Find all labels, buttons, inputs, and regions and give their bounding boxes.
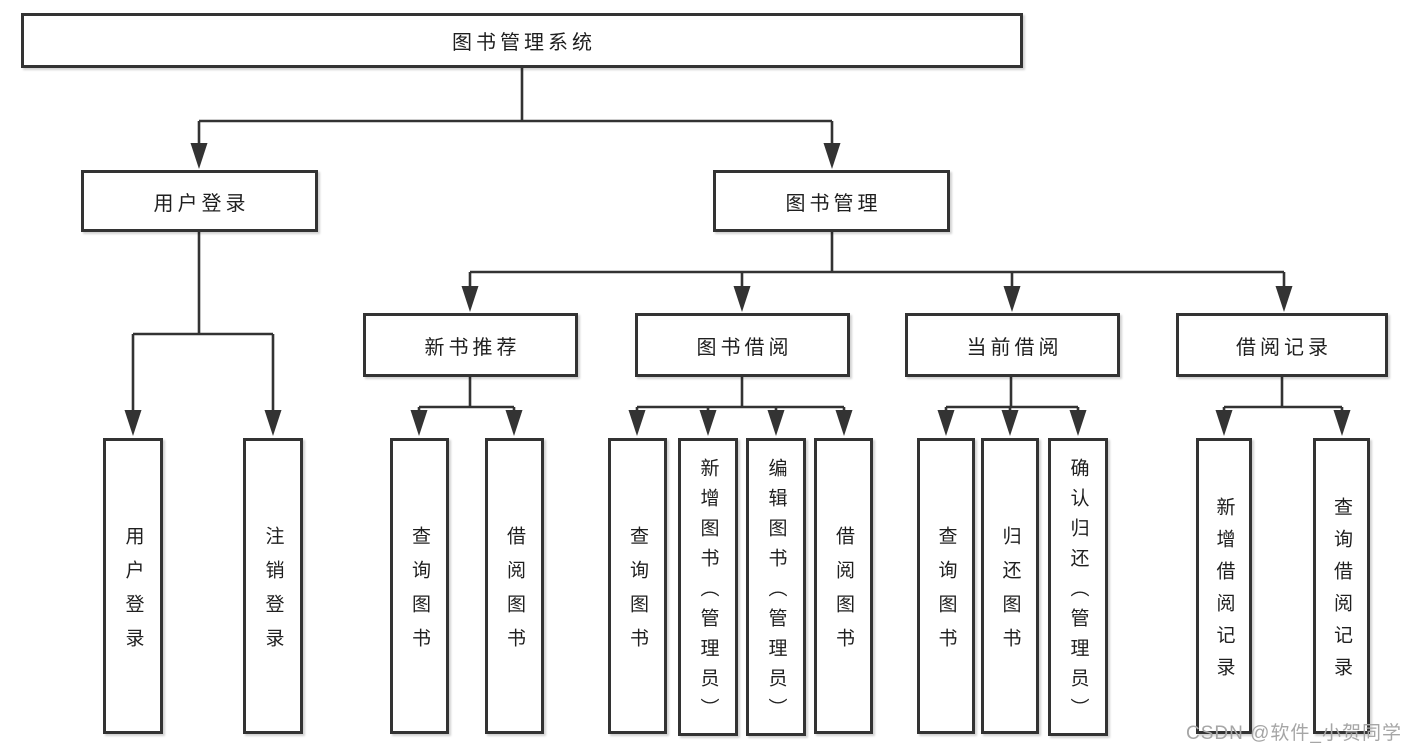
leaf-user-login-label: 用户登录 — [122, 525, 144, 662]
leaf-query-books-current-label: 查询图书 — [935, 525, 957, 662]
watermark: CSDN @软件_小贺同学 — [1186, 723, 1402, 744]
leaf-return-books: 归还图书 — [981, 438, 1039, 734]
node-borrowing-records-label: 借阅记录 — [1236, 336, 1332, 359]
leaf-borrow-books-borrowing: 借阅图书 — [814, 438, 873, 734]
leaf-query-books-recommend: 查询图书 — [390, 438, 449, 734]
leaf-edit-books-admin-label: 编辑图书（管理员） — [765, 457, 787, 728]
leaf-confirm-return-admin-label: 确认归还（管理员） — [1067, 457, 1089, 728]
leaf-return-books-label: 归还图书 — [999, 525, 1021, 662]
leaf-query-borrow-record: 查询借阅记录 — [1313, 438, 1370, 734]
leaf-add-borrow-record-label: 新增借阅记录 — [1213, 496, 1235, 689]
arrowheads — [124, 143, 1351, 436]
leaf-borrow-books-recommend-label: 借阅图书 — [504, 525, 525, 662]
node-user-login: 用户登录 — [81, 170, 318, 232]
leaf-query-books-current: 查询图书 — [917, 438, 975, 734]
leaf-query-borrow-record-label: 查询借阅记录 — [1331, 496, 1352, 689]
node-user-login-label: 用户登录 — [153, 192, 250, 215]
node-book-management-label: 图书管理 — [785, 192, 882, 215]
node-current-borrowing-label: 当前借阅 — [966, 336, 1063, 359]
leaf-query-books-borrowing-label: 查询图书 — [627, 525, 648, 662]
leaf-add-books-admin-label: 新增图书（管理员） — [697, 457, 719, 728]
leaf-borrow-books-recommend: 借阅图书 — [485, 438, 544, 734]
leaf-add-books-admin: 新增图书（管理员） — [678, 438, 738, 736]
node-borrowing-records: 借阅记录 — [1176, 313, 1388, 377]
leaf-query-books-borrowing: 查询图书 — [608, 438, 667, 734]
leaf-confirm-return-admin: 确认归还（管理员） — [1048, 438, 1108, 736]
leaf-borrow-books-borrowing-label: 借阅图书 — [833, 525, 854, 662]
node-book-borrowing-label: 图书借阅 — [696, 336, 793, 359]
node-new-book-recommend: 新书推荐 — [363, 313, 578, 377]
node-book-management: 图书管理 — [713, 170, 950, 232]
leaf-edit-books-admin: 编辑图书（管理员） — [746, 438, 806, 736]
leaf-add-borrow-record: 新增借阅记录 — [1196, 438, 1252, 734]
node-new-book-recommend-label: 新书推荐 — [424, 336, 521, 359]
leaf-user-login: 用户登录 — [103, 438, 163, 734]
node-root: 图书管理系统 — [21, 13, 1023, 68]
node-book-borrowing: 图书借阅 — [635, 313, 850, 377]
leaf-logout-login: 注销登录 — [243, 438, 303, 734]
node-root-label: 图书管理系统 — [452, 32, 596, 54]
node-current-borrowing: 当前借阅 — [905, 313, 1120, 377]
leaf-query-books-recommend-label: 查询图书 — [409, 525, 430, 662]
leaf-logout-login-label: 注销登录 — [262, 525, 284, 662]
